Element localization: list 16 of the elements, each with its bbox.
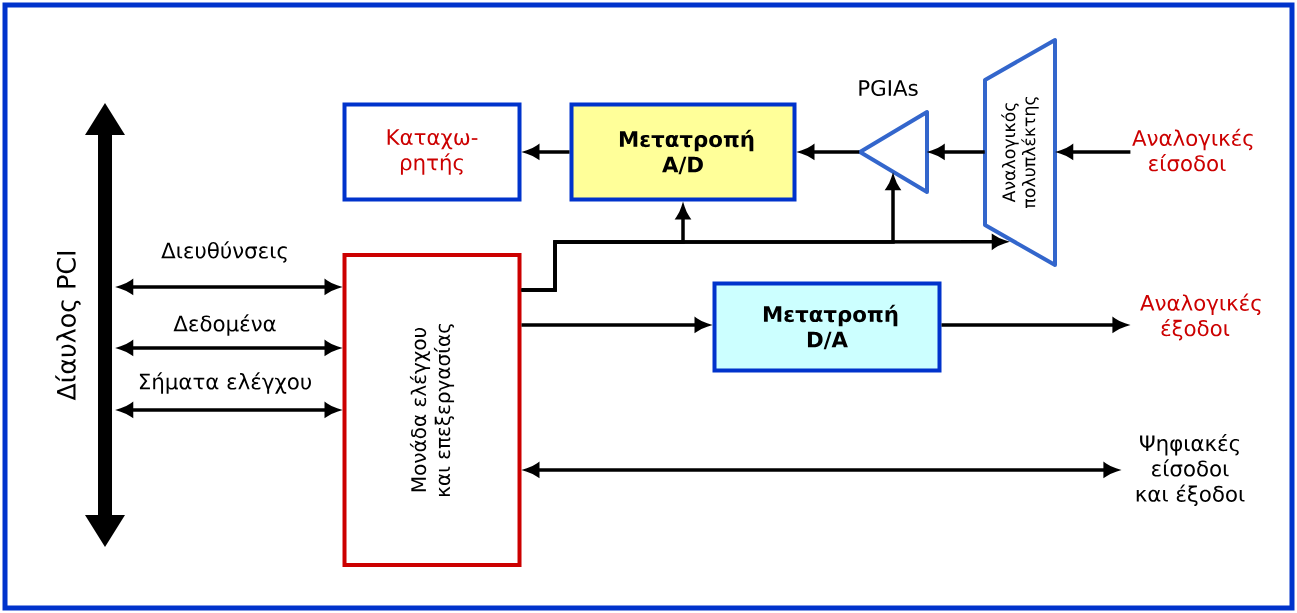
io-text: Ψηφιακές είσοδοι και έξοδοι bbox=[1136, 433, 1245, 507]
edge-label: Σήματα ελέγχου bbox=[139, 372, 311, 394]
io-text: Αναλογικές είσοδοι bbox=[1132, 128, 1253, 172]
process-box: Μετατροπή A/D bbox=[569, 102, 797, 202]
arrow bbox=[930, 145, 985, 159]
multiplexer-trapezoid: Αναλογικός πολυπλέκτης bbox=[983, 38, 1057, 267]
unit-box: Μονάδα ελέγχου και επεξεργασίας bbox=[342, 253, 522, 567]
amplifier-label: PGIAs bbox=[859, 79, 918, 97]
io-text: Αναλογικές έξοδοι bbox=[1140, 293, 1261, 341]
bus-arrow bbox=[85, 103, 125, 547]
process-box: Καταχω- ρητής bbox=[342, 102, 522, 202]
process-box: Μετατροπή D/A bbox=[712, 281, 942, 373]
amplifier-triangle bbox=[858, 110, 929, 194]
bus-label: Δίαυλος PCI bbox=[55, 251, 81, 401]
edge-label: Διευθύνσεις bbox=[161, 241, 287, 263]
edge-label: Δεδομένα bbox=[173, 314, 276, 336]
